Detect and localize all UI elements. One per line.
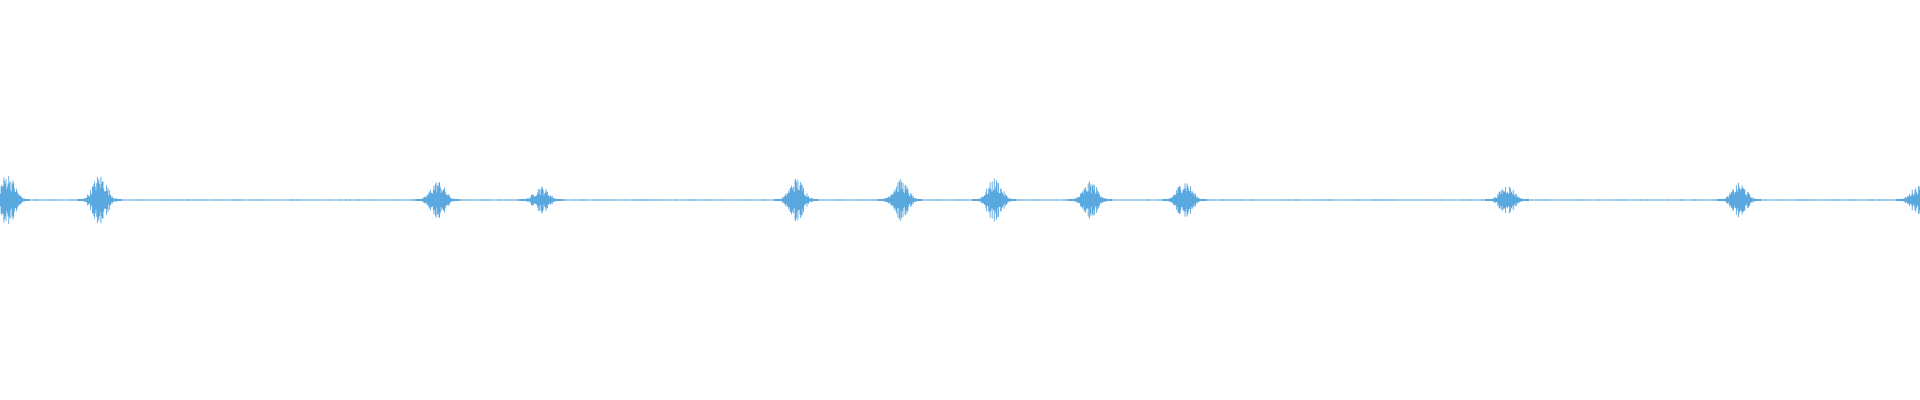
waveform-burst-6: [878, 179, 923, 221]
waveform-burst-10: [1484, 186, 1530, 214]
waveform-burst-7: [972, 178, 1017, 222]
waveform-burst-1: [0, 175, 30, 225]
waveform-burst-11: [1717, 182, 1762, 218]
waveform-baseline: [0, 199, 1920, 201]
waveform-burst-3: [415, 182, 460, 218]
waveform-burst-4: [518, 186, 564, 214]
waveform-burst-9: [1162, 183, 1207, 217]
waveform-burst-12: [1895, 185, 1920, 215]
waveform-burst-5: [774, 178, 819, 222]
waveform-burst-8: [1068, 181, 1113, 219]
waveform-burst-2: [77, 176, 122, 224]
waveform-bursts: [0, 175, 1920, 225]
